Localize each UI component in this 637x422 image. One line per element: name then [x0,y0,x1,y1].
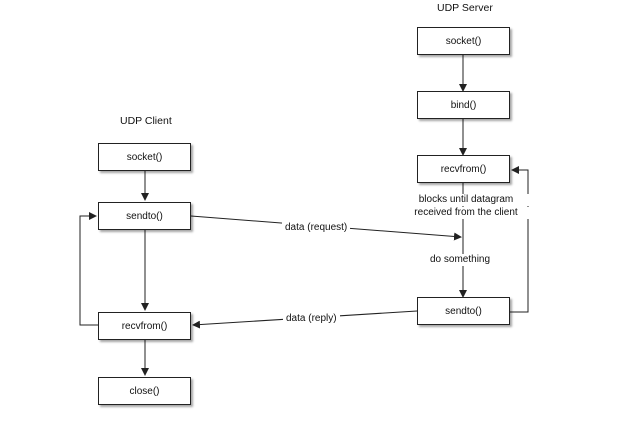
client-sendto-box: sendto() [98,202,191,230]
server-recvfrom-box: recvfrom() [417,155,510,183]
server-title: UDP Server [437,2,493,14]
server-socket-box: socket() [417,27,510,55]
client-socket-box: socket() [98,143,191,171]
arrow-client-loop-back [79,212,98,326]
server-sendto-box: sendto() [417,297,510,325]
client-close-box: close() [98,377,191,405]
server-bind-box: bind() [417,91,510,119]
request-label: data (request) [282,222,351,234]
arrow-server-loop-back [510,166,529,313]
server-process-label: do something [427,254,494,266]
server-blocking-note-line1: blocks until datagram [401,194,531,206]
reply-label: data (reply) [283,313,340,325]
client-title: UDP Client [120,115,172,127]
client-recvfrom-box: recvfrom() [98,312,191,340]
server-blocking-note-line2: received from the client [401,207,531,219]
